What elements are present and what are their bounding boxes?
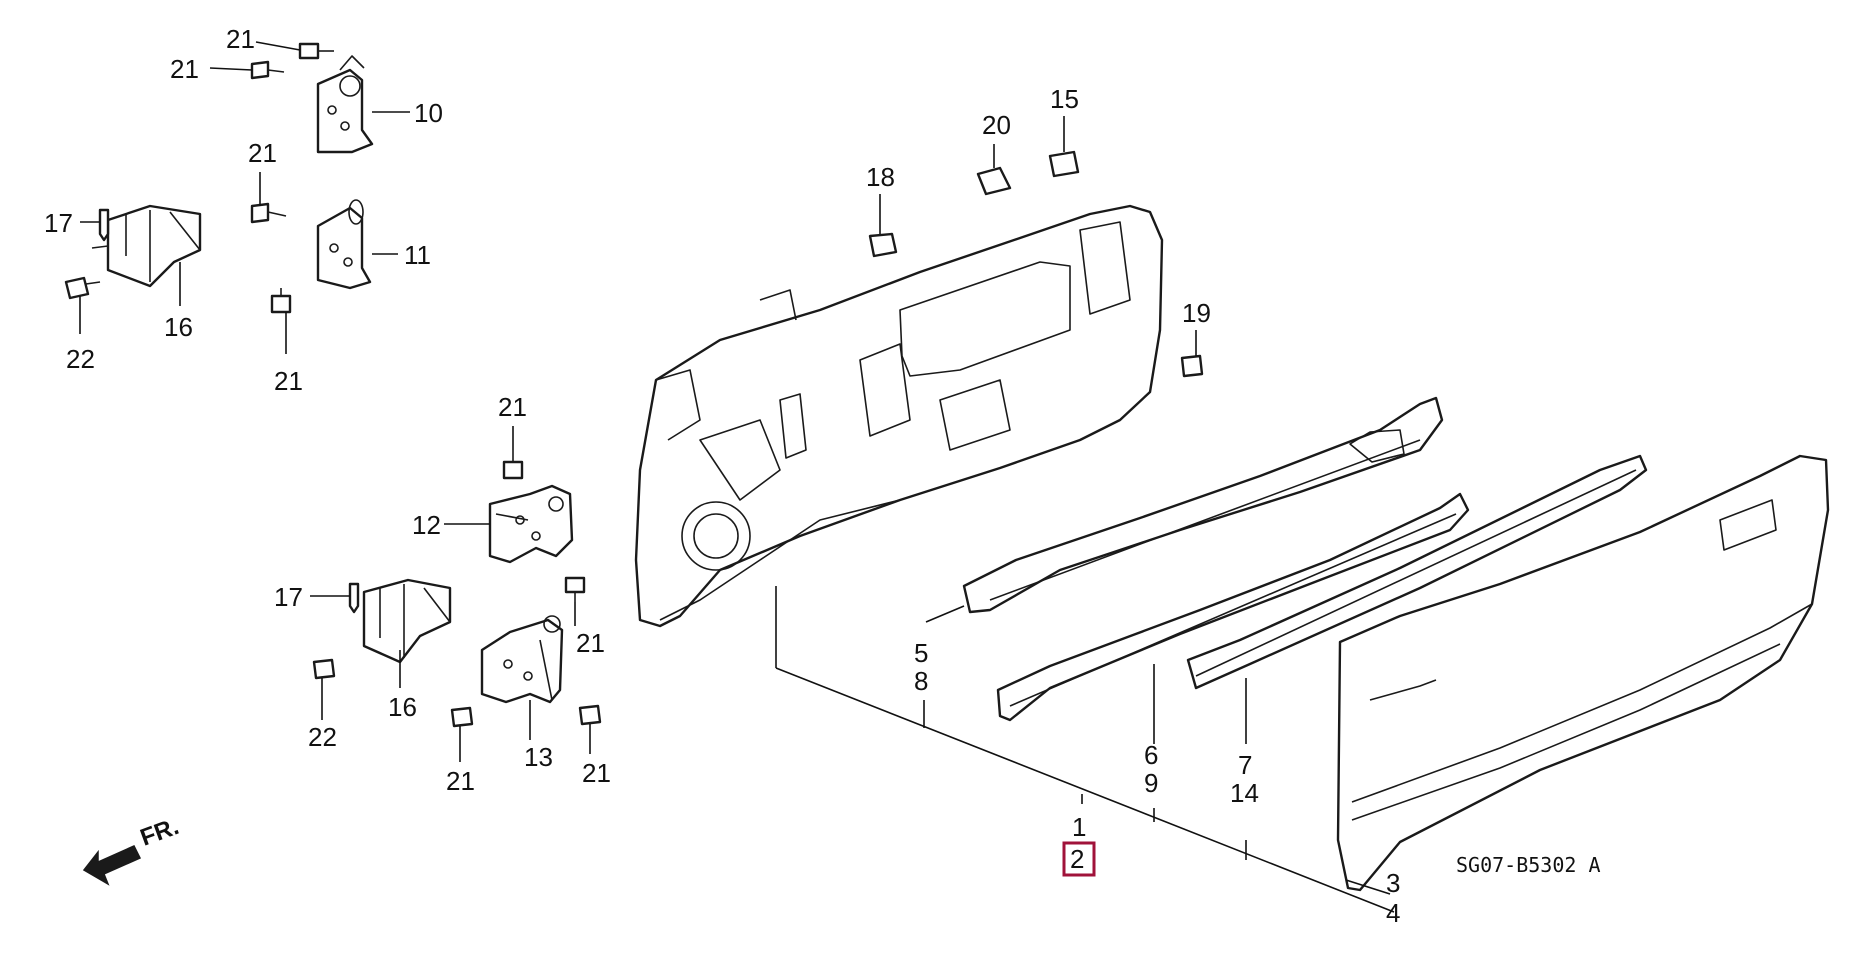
callout-22: 22 [308, 722, 337, 752]
callout-21: 21 [498, 392, 527, 422]
inner-door-panel [634, 204, 1164, 628]
door-beam-5 [962, 396, 1444, 614]
callout-16: 16 [388, 692, 417, 722]
callout-22: 22 [66, 344, 95, 374]
door-checker-16a [91, 204, 202, 288]
callout-21: 21 [248, 138, 277, 168]
lower-hinge-11 [316, 199, 372, 290]
callout-11: 11 [404, 240, 431, 270]
bolt-22a [64, 276, 101, 300]
grommet-19 [1180, 354, 1204, 378]
front-direction-arrow-icon [82, 845, 142, 886]
highlight-box [1062, 841, 1096, 877]
door-checker-16b [348, 578, 452, 664]
bolts-upper-left [250, 42, 334, 314]
callout-10: 10 [414, 98, 443, 128]
door-beam-7 [1186, 454, 1648, 690]
callout-21: 21 [446, 766, 475, 796]
callout-15: 15 [1050, 84, 1079, 114]
front-direction-label: FR. [137, 813, 183, 852]
callout-9: 9 [1144, 768, 1158, 798]
callout-21: 21 [582, 758, 611, 788]
callout-17: 17 [44, 208, 73, 238]
upper-hinge-10 [316, 55, 374, 154]
callout-18: 18 [866, 162, 895, 192]
callout-21: 21 [576, 628, 605, 658]
callout-1: 1 [1072, 812, 1086, 842]
callout-4: 4 [1386, 898, 1400, 928]
diagram-code: SG07-B5302 A [1456, 853, 1601, 877]
leader-lines [79, 41, 1395, 913]
callout-6: 6 [1144, 740, 1158, 770]
callout-3: 3 [1386, 868, 1400, 898]
callout-21: 21 [274, 366, 303, 396]
grommet-15 [1048, 150, 1080, 178]
callout-7: 7 [1238, 750, 1252, 780]
callout-labels: 21 21 10 21 11 21 17 16 22 21 12 21 17 1… [44, 24, 1400, 928]
lower-hinge-13 [480, 615, 564, 704]
callout-12: 12 [412, 510, 441, 540]
callout-21: 21 [170, 54, 199, 84]
door-beam-6 [996, 492, 1470, 722]
grommet-18 [868, 232, 898, 258]
callout-14: 14 [1230, 778, 1259, 808]
callout-20: 20 [982, 110, 1011, 140]
callout-19: 19 [1182, 298, 1211, 328]
callout-21: 21 [226, 24, 255, 54]
callout-17: 17 [274, 582, 303, 612]
callout-2-highlighted[interactable]: 2 [1070, 844, 1084, 874]
callout-13: 13 [524, 742, 553, 772]
plug-20 [976, 166, 1012, 196]
outer-door-skin [1336, 454, 1830, 892]
callout-16: 16 [164, 312, 193, 342]
callout-8: 8 [914, 666, 928, 696]
bolts-middle [312, 450, 602, 728]
callout-5: 5 [914, 638, 928, 668]
upper-hinge-12 [488, 484, 574, 564]
